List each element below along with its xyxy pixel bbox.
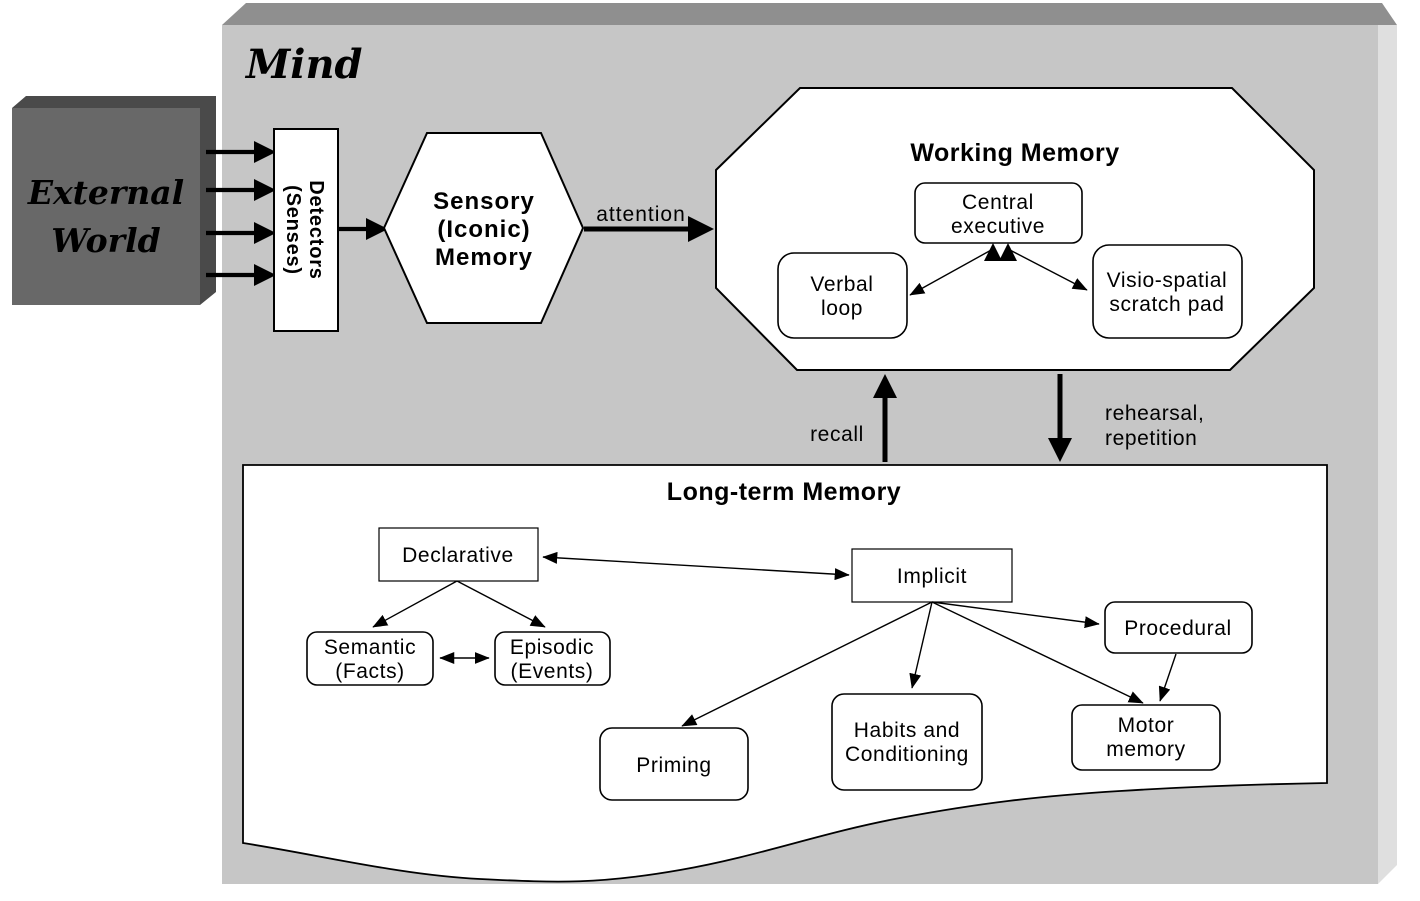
central-executive-label-line2: executive bbox=[951, 215, 1045, 238]
external-world-box bbox=[12, 108, 200, 305]
mind-panel-top-face bbox=[222, 3, 1397, 25]
central-executive-verbal-loop-link bbox=[909, 248, 994, 296]
implicit-procedural-link bbox=[931, 601, 1100, 629]
implicit-motor-link bbox=[931, 601, 1144, 704]
external-world-label-line2: World bbox=[51, 221, 160, 260]
declarative-label: Declarative bbox=[402, 544, 514, 567]
mind-panel-side-face bbox=[1378, 25, 1397, 884]
episodic-label-line1: Episodic bbox=[510, 636, 594, 659]
sense-input-arrow-2 bbox=[206, 179, 276, 201]
verbal-loop-label-line2: loop bbox=[821, 297, 863, 320]
sense-input-arrow-1 bbox=[206, 141, 276, 163]
central-executive-box bbox=[914, 182, 1083, 244]
detectors-label: Detectors (Senses) bbox=[282, 180, 327, 279]
procedural-box bbox=[1104, 601, 1253, 654]
priming-box bbox=[599, 727, 749, 801]
priming-label: Priming bbox=[636, 754, 711, 777]
central-executive-arrowhead-right bbox=[999, 243, 1017, 261]
episodic-box bbox=[494, 631, 611, 686]
declarative-implicit-link bbox=[542, 551, 850, 581]
visio-spatial-label-line1: Visio-spatial bbox=[1107, 269, 1228, 292]
long-term-memory-title: Long-term Memory bbox=[667, 478, 901, 506]
semantic-label-line2: (Facts) bbox=[335, 660, 405, 683]
mind-title: Mind bbox=[244, 41, 363, 88]
implicit-priming-link bbox=[681, 601, 933, 727]
motor-memory-box bbox=[1071, 704, 1221, 771]
detectors-label-line1: Detectors bbox=[305, 180, 327, 279]
episodic-label-line2: (Events) bbox=[511, 660, 594, 683]
sensory-memory-label-line2: (Iconic) bbox=[437, 216, 530, 243]
attention-label: attention bbox=[596, 203, 686, 226]
central-executive-label-line1: Central bbox=[962, 191, 1034, 214]
declarative-episodic-link bbox=[456, 580, 546, 628]
declarative-semantic-link bbox=[372, 580, 458, 628]
detectors-box bbox=[273, 128, 339, 332]
central-executive-arrowhead-left bbox=[984, 243, 1002, 261]
rehearsal-label-line1: rehearsal, bbox=[1105, 402, 1204, 425]
sense-input-arrow-4 bbox=[206, 264, 276, 286]
motor-memory-label-line1: Motor bbox=[1118, 714, 1175, 737]
implicit-habits-link bbox=[909, 601, 933, 689]
motor-memory-label-line2: memory bbox=[1106, 738, 1185, 761]
detectors-to-sensory-arrow bbox=[339, 218, 388, 240]
recall-arrow bbox=[873, 374, 897, 462]
sensory-memory-label-line3: Memory bbox=[435, 244, 533, 271]
declarative-box bbox=[378, 527, 539, 582]
habits-label-line2: Conditioning bbox=[845, 743, 969, 766]
habits-label-line1: Habits and bbox=[854, 719, 960, 742]
sensory-memory-hexagon bbox=[382, 132, 585, 324]
visio-spatial-box bbox=[1092, 244, 1243, 339]
sense-input-arrow-3 bbox=[206, 222, 276, 244]
procedural-label: Procedural bbox=[1124, 617, 1232, 640]
procedural-motor-link bbox=[1158, 653, 1177, 702]
verbal-loop-box bbox=[777, 252, 908, 339]
rehearsal-label-line2: repetition bbox=[1105, 427, 1197, 450]
implicit-label: Implicit bbox=[897, 565, 967, 588]
habits-box bbox=[831, 693, 983, 791]
attention-arrow bbox=[584, 216, 714, 242]
rehearsal-arrow bbox=[1048, 374, 1072, 462]
external-world-label-line1: External bbox=[27, 173, 184, 212]
detectors-label-line2: (Senses) bbox=[282, 185, 304, 275]
central-executive-visio-spatial-link bbox=[1007, 248, 1088, 291]
semantic-label-line1: Semantic bbox=[324, 636, 416, 659]
semantic-box bbox=[306, 631, 434, 686]
verbal-loop-label-line1: Verbal bbox=[810, 273, 873, 296]
visio-spatial-label-line2: scratch pad bbox=[1109, 293, 1224, 316]
working-memory-title: Working Memory bbox=[910, 139, 1119, 167]
sensory-memory-label-line1: Sensory bbox=[433, 188, 535, 215]
implicit-box bbox=[851, 548, 1013, 603]
recall-label: recall bbox=[810, 423, 864, 446]
